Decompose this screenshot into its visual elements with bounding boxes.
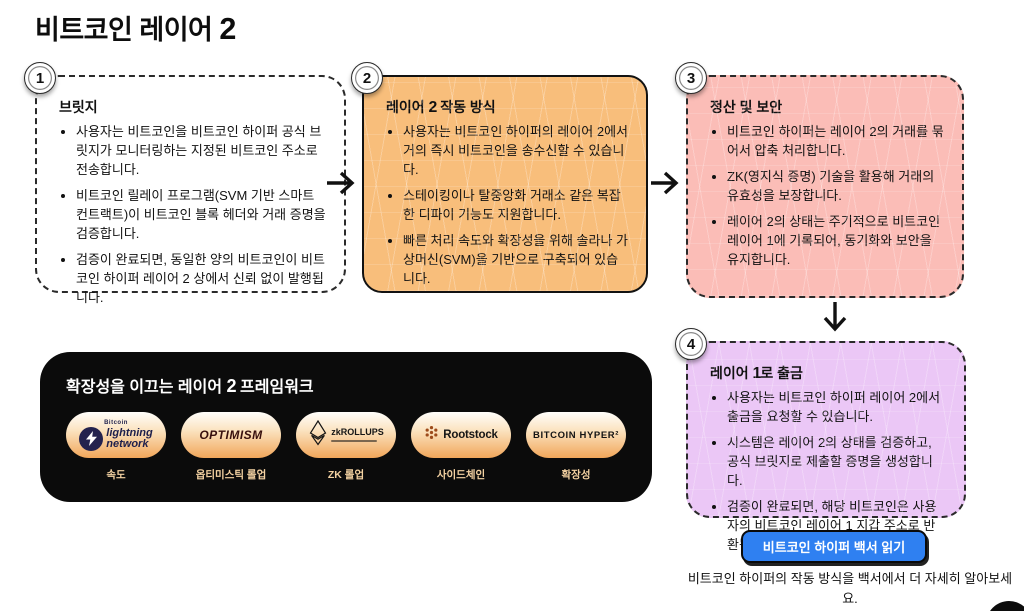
layer2-operation-bullet-list: 사용자는 비트코인 하이퍼의 레이어 2에서 거의 즉시 비트코인을 송수신할 … (386, 123, 628, 289)
framework-label-optimistic-rollup: 옵티미스틱 롤업 (195, 469, 267, 481)
bullet-item: 사용자는 비트코인을 비트코인 하이퍼 공식 브릿지가 모니터링하는 지정된 비… (76, 123, 326, 180)
whitepaper-caption: 비트코인 하이퍼의 작동 방식을 백서에서 더 자세히 알아보세요. (687, 571, 1013, 607)
framework-item-zkrollups: zkROLLUPS ZK 롤업 (296, 412, 396, 482)
title-accent-number: 2 (219, 12, 236, 46)
zkrollups-tagline-line (331, 440, 378, 442)
framework-item-bitcoin-hyper: BITCOIN HYPER² 확장성 (526, 412, 626, 482)
step-card-settlement-security: 3 정산 및 보안 비트코인 하이퍼는 레이어 2의 거래를 묶어서 압축 처리… (675, 62, 964, 298)
framework-label-sidechain: 사이드체인 (436, 469, 486, 481)
step-2-number-badge: 2 (351, 62, 383, 94)
lightning-bolt-icon (79, 426, 104, 451)
framework-label-speed: 속도 (106, 469, 126, 481)
bullet-item: 사용자는 비트코인 하이퍼의 레이어 2에서 거의 즉시 비트코인을 송수신할 … (403, 123, 628, 180)
lightning-network-logo: Bitcoin lightning network (66, 412, 166, 458)
step-card-bridge: 1 브릿지 사용자는 비트코인을 비트코인 하이퍼 공식 브릿지가 모니터링하는… (24, 62, 346, 305)
card-heading-bridge: 브릿지 (59, 99, 98, 115)
bullet-item: 스테이킹이나 탈중앙화 거래소 같은 복잡한 디파이 기능도 지원합니다. (403, 187, 628, 225)
bullet-item: 검증이 완료되면, 동일한 양의 비트코인이 비트코인 하이퍼 레이어 2 상에… (76, 251, 326, 308)
arrow-right-icon (650, 170, 684, 196)
floating-button-partial[interactable] (986, 601, 1024, 611)
ethereum-diamond-icon (308, 419, 328, 451)
step-1-number-badge: 1 (24, 62, 56, 94)
lightning-logo-top-text: Bitcoin (104, 419, 128, 426)
arrow-down-icon (822, 301, 848, 337)
framework-item-rootstock: Rootstock 사이드체인 (411, 412, 511, 482)
framework-label-zk-rollup: ZK 롤업 (327, 469, 365, 481)
step-card-withdraw-layer1: 4 레이어 1로 출금 사용자는 비트코인 하이퍼 레이어 2에서 출금을 요청… (675, 328, 966, 552)
rootstock-logo: Rootstock (411, 412, 511, 458)
framework-panel-title: 확장성을 이끄는 레이어 2 프레임워크 (66, 376, 314, 396)
bridge-bullet-list: 사용자는 비트코인을 비트코인 하이퍼 공식 브릿지가 모니터링하는 지정된 비… (59, 123, 326, 308)
bullet-item: 비트코인 하이퍼는 레이어 2의 거래를 묶어서 압축 처리합니다. (727, 123, 944, 161)
bitcoin-hyper-logo: BITCOIN HYPER² (526, 412, 626, 458)
card-heading-layer2-operation: 레이어 2 작동 방식 (386, 99, 496, 116)
step-3-number-badge: 3 (675, 62, 707, 94)
bullet-item: 사용자는 비트코인 하이퍼 레이어 2에서 출금을 요청할 수 있습니다. (727, 389, 946, 427)
layer2-framework-panel: 확장성을 이끄는 레이어 2 프레임워크 Bitcoin lightning n… (40, 352, 652, 502)
optimism-logo: OPTIMISM (181, 412, 281, 458)
framework-item-lightning: Bitcoin lightning network 속도 (66, 412, 166, 482)
framework-logo-row: Bitcoin lightning network 속도 (66, 412, 626, 482)
framework-label-scalability: 확장성 (561, 469, 591, 481)
card-heading-withdraw-layer1: 레이어 1로 출금 (710, 365, 803, 382)
bullet-item: 레이어 2의 상태는 주기적으로 비트코인 레이어 1에 기록되어, 동기화와 … (727, 213, 944, 270)
framework-item-optimism: OPTIMISM 옵티미스틱 롤업 (181, 412, 281, 482)
settlement-bullet-list: 비트코인 하이퍼는 레이어 2의 거래를 묶어서 압축 처리합니다. ZK(영지… (710, 123, 944, 270)
bullet-item: 빠른 처리 속도와 확장성을 위해 솔라나 가상머신(SVM)을 기반으로 구축… (403, 232, 628, 289)
page-title: 비트코인 레이어 2 (35, 12, 236, 46)
card-heading-settlement-security: 정산 및 보안 (710, 99, 783, 115)
bullet-item: 시스템은 레이어 2의 상태를 검증하고, 공식 브릿지로 제출할 증명을 생성… (727, 434, 946, 491)
bullet-item: ZK(영지식 증명) 기술을 활용해 거래의 유효성을 보장합니다. (727, 168, 944, 206)
arrow-right-icon (326, 170, 360, 196)
step-card-layer2-operation: 2 레이어 2 작동 방식 사용자는 비트코인 하이퍼의 레이어 2에서 거의 … (351, 62, 648, 293)
read-whitepaper-button[interactable]: 비트코인 하이퍼 백서 읽기 (741, 530, 927, 563)
step-4-number-badge: 4 (675, 328, 707, 360)
zkrollups-logo: zkROLLUPS (296, 412, 396, 458)
bullet-item: 비트코인 릴레이 프로그램(SVM 기반 스마트 컨트랙트)이 비트코인 블록 … (76, 187, 326, 244)
rootstock-dots-icon (424, 425, 439, 445)
